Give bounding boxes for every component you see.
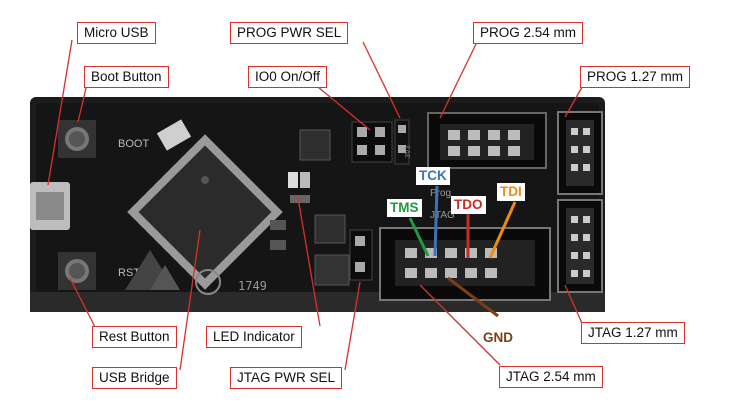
prog-1-27-connector [557, 111, 603, 195]
tdi-leader [488, 201, 517, 259]
silkscreen-boot: BOOT [118, 138, 149, 150]
silkscreen-number: 1749 [238, 279, 267, 293]
tck-leader [433, 185, 439, 257]
callout-jtag-2-54: JTAG 2.54 mm [499, 366, 603, 388]
callout-micro-usb: Micro USB [77, 22, 156, 44]
led-part [288, 172, 298, 188]
usb-bridge-chip [127, 134, 283, 290]
callout-prog-2-54: PROG 2.54 mm [473, 22, 584, 44]
callout-led-indicator: LED Indicator [206, 326, 302, 348]
callout-io0-onoff: IO0 On/Off [248, 66, 328, 88]
silkscreen-jtag: JTAG [430, 210, 455, 221]
callout-usb-bridge: USB Bridge [92, 367, 177, 389]
callout-jtag-pwr-sel: JTAG PWR SEL [230, 367, 343, 389]
boot-button-part [58, 120, 96, 158]
tms-leader [408, 217, 430, 257]
callout-jtag-1-27: JTAG 1.27 mm [581, 322, 685, 344]
jtag-2-54-connector [379, 227, 551, 301]
callout-rest-button: Rest Button [92, 326, 177, 348]
gnd-leader [447, 276, 499, 318]
signal-gnd: GND [483, 330, 513, 345]
reset-button-part [58, 252, 96, 290]
jtag-1-27-connector [557, 199, 603, 293]
signal-tck: TCK [416, 167, 450, 185]
callout-leaders [47, 39, 586, 371]
silkscreen-prog: Prog [430, 188, 451, 199]
callout-boot-button: Boot Button [84, 66, 169, 88]
prog-2-54-connector [427, 112, 547, 169]
signal-tdo: TDO [451, 196, 486, 214]
signal-tms: TMS [387, 199, 422, 217]
prog-pwr-headers [351, 119, 410, 165]
silkscreen-3v3: 3V3 [405, 145, 412, 158]
jtag-pwr-headers [349, 229, 373, 281]
callout-prog-1-27: PROG 1.27 mm [580, 66, 691, 88]
callout-prog-pwr-sel: PROG PWR SEL [230, 22, 349, 44]
signal-tdi: TDI [497, 183, 525, 201]
